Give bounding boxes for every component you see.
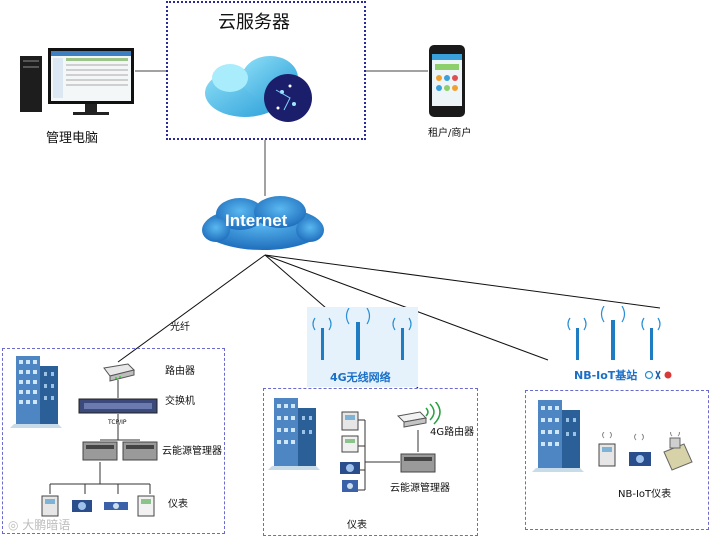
4g-network-panel: [307, 307, 418, 387]
building-icon: [532, 400, 584, 472]
internet-label: Internet: [225, 211, 288, 230]
nb-iot-meters-label: NB-IoT仪表: [618, 489, 672, 500]
wired-site-frame: [2, 348, 225, 534]
cloud-server-icon: [205, 56, 312, 122]
4g-network-label: 4G无线网络: [330, 371, 391, 384]
cloud-server-title: 云服务器: [218, 12, 290, 33]
4g-router-icon: [396, 402, 441, 428]
meter-icons: [41, 495, 155, 517]
admin-pc-label: 管理电脑: [46, 131, 99, 146]
edge-manager-label: 云能源管理器: [162, 446, 222, 457]
computer-icon: [20, 48, 134, 115]
nb-iot-meter-icons: [598, 432, 693, 471]
nb-iot-network-label: NB-IoT基站: [574, 369, 638, 382]
4g-site-frame: [263, 388, 478, 536]
nb-iot-site-frame: [525, 390, 709, 530]
fiber-label: 光纤: [170, 322, 190, 333]
smartphone-icon: [429, 45, 465, 117]
meter-icons: [340, 411, 360, 492]
meters-label: 仪表: [168, 499, 188, 510]
tcpip-label: TCP/IP: [108, 419, 127, 426]
watermark-logo-icon: ◎: [8, 518, 23, 532]
building-icon: [10, 356, 62, 428]
watermark-text: 大鹏暗语: [22, 518, 71, 532]
meters-label: 仪表: [347, 520, 367, 531]
mobile-user-label: 租户/商户: [428, 128, 472, 139]
network-switch-icon: [78, 398, 158, 414]
carrier-logos-icon: [645, 370, 672, 380]
4g-router-label: 4G路由器: [430, 427, 475, 438]
edge-manager-icon: [122, 441, 158, 461]
nb-iot-tower-icons: [567, 306, 661, 360]
edge-manager-icon: [82, 441, 118, 461]
watermark: ◎ 大鹏暗语: [8, 516, 70, 533]
cell-tower-icons: [312, 308, 412, 360]
building-icon: [268, 398, 320, 470]
router-icon: [103, 363, 135, 382]
internet-cloud-icon: [202, 196, 324, 250]
router-label: 路由器: [165, 366, 195, 377]
edge-manager-label: 云能源管理器: [390, 483, 450, 494]
edge-manager-icon: [400, 453, 436, 473]
cloud-server-frame: [166, 1, 366, 140]
switch-label: 交换机: [165, 396, 195, 407]
